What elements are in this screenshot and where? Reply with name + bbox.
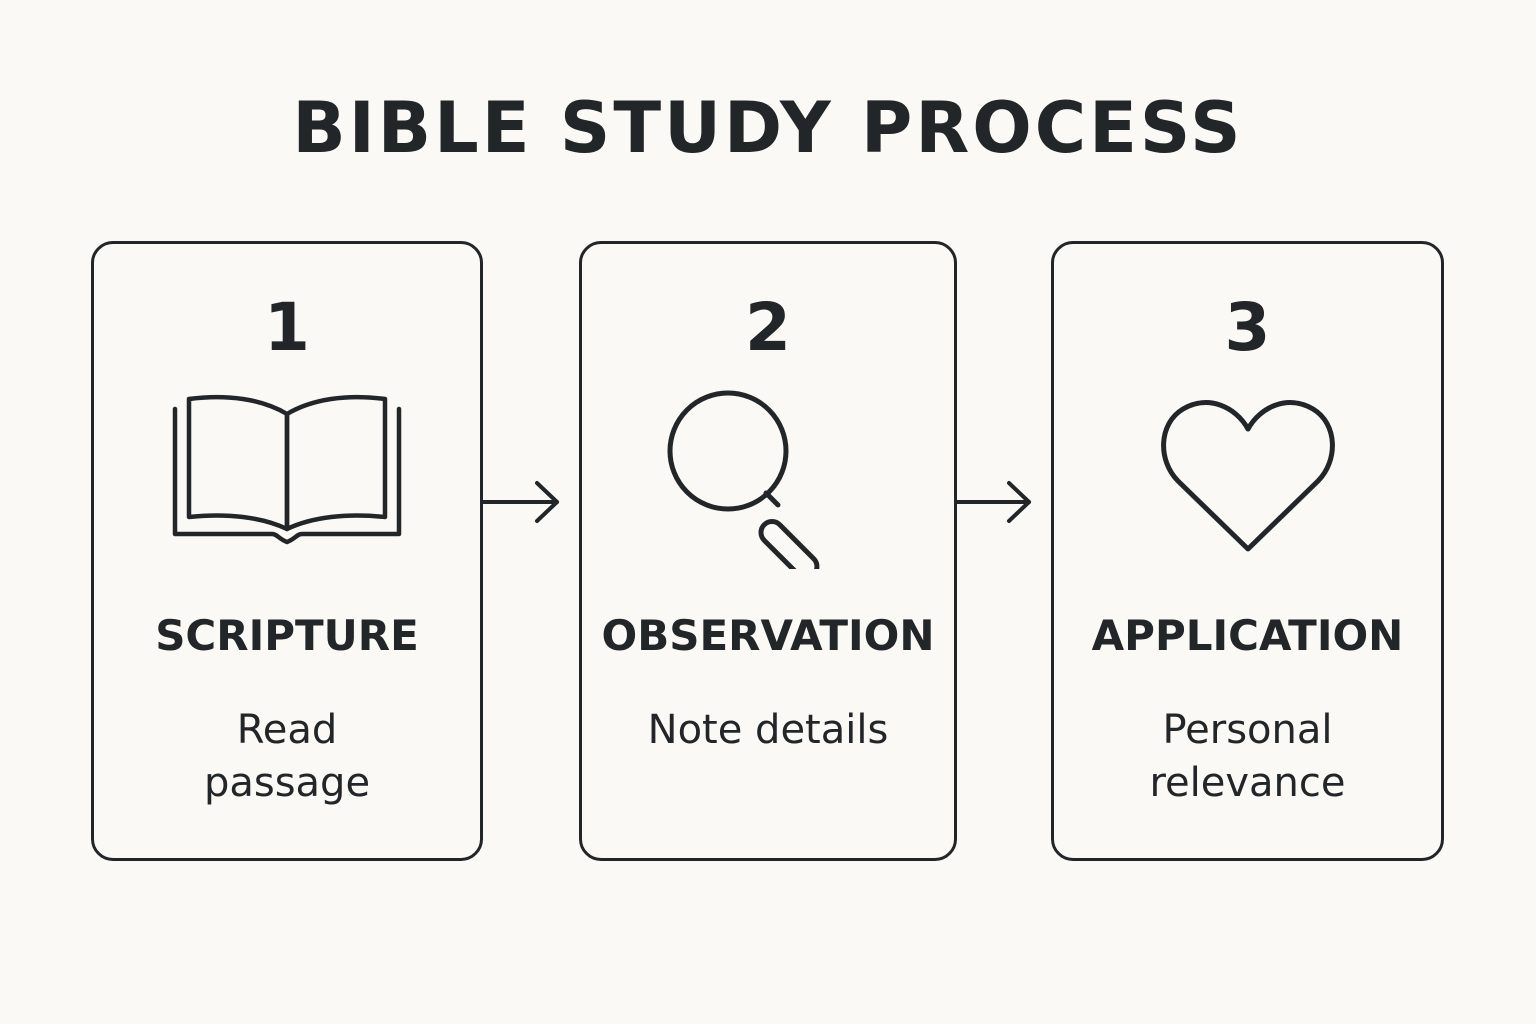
step-label: SCRIPTURE (155, 611, 419, 660)
step-number: 2 (745, 289, 791, 366)
step-label: OBSERVATION (601, 611, 935, 660)
step-card-application: 3 APPLICATION Personal relevance (1051, 241, 1444, 861)
step-card-scripture: 1 SCRIPTURE Read passage (91, 241, 483, 861)
step-label: APPLICATION (1091, 611, 1404, 660)
step-description: Note details (647, 707, 889, 753)
open-book-icon (167, 389, 407, 569)
step-number: 3 (1224, 289, 1271, 366)
arrow-right-icon (483, 480, 563, 524)
diagram-title: BIBLE STUDY PROCESS (292, 87, 1244, 169)
heart-icon (1128, 389, 1368, 569)
step-card-observation: 2 OBSERVATION Note details (579, 241, 957, 861)
arrow-right-icon (957, 480, 1037, 524)
magnifying-glass-icon (648, 389, 888, 569)
step-number: 1 (264, 289, 310, 366)
step-description: Personal relevance (1149, 707, 1346, 806)
step-description: Read passage (203, 707, 371, 806)
